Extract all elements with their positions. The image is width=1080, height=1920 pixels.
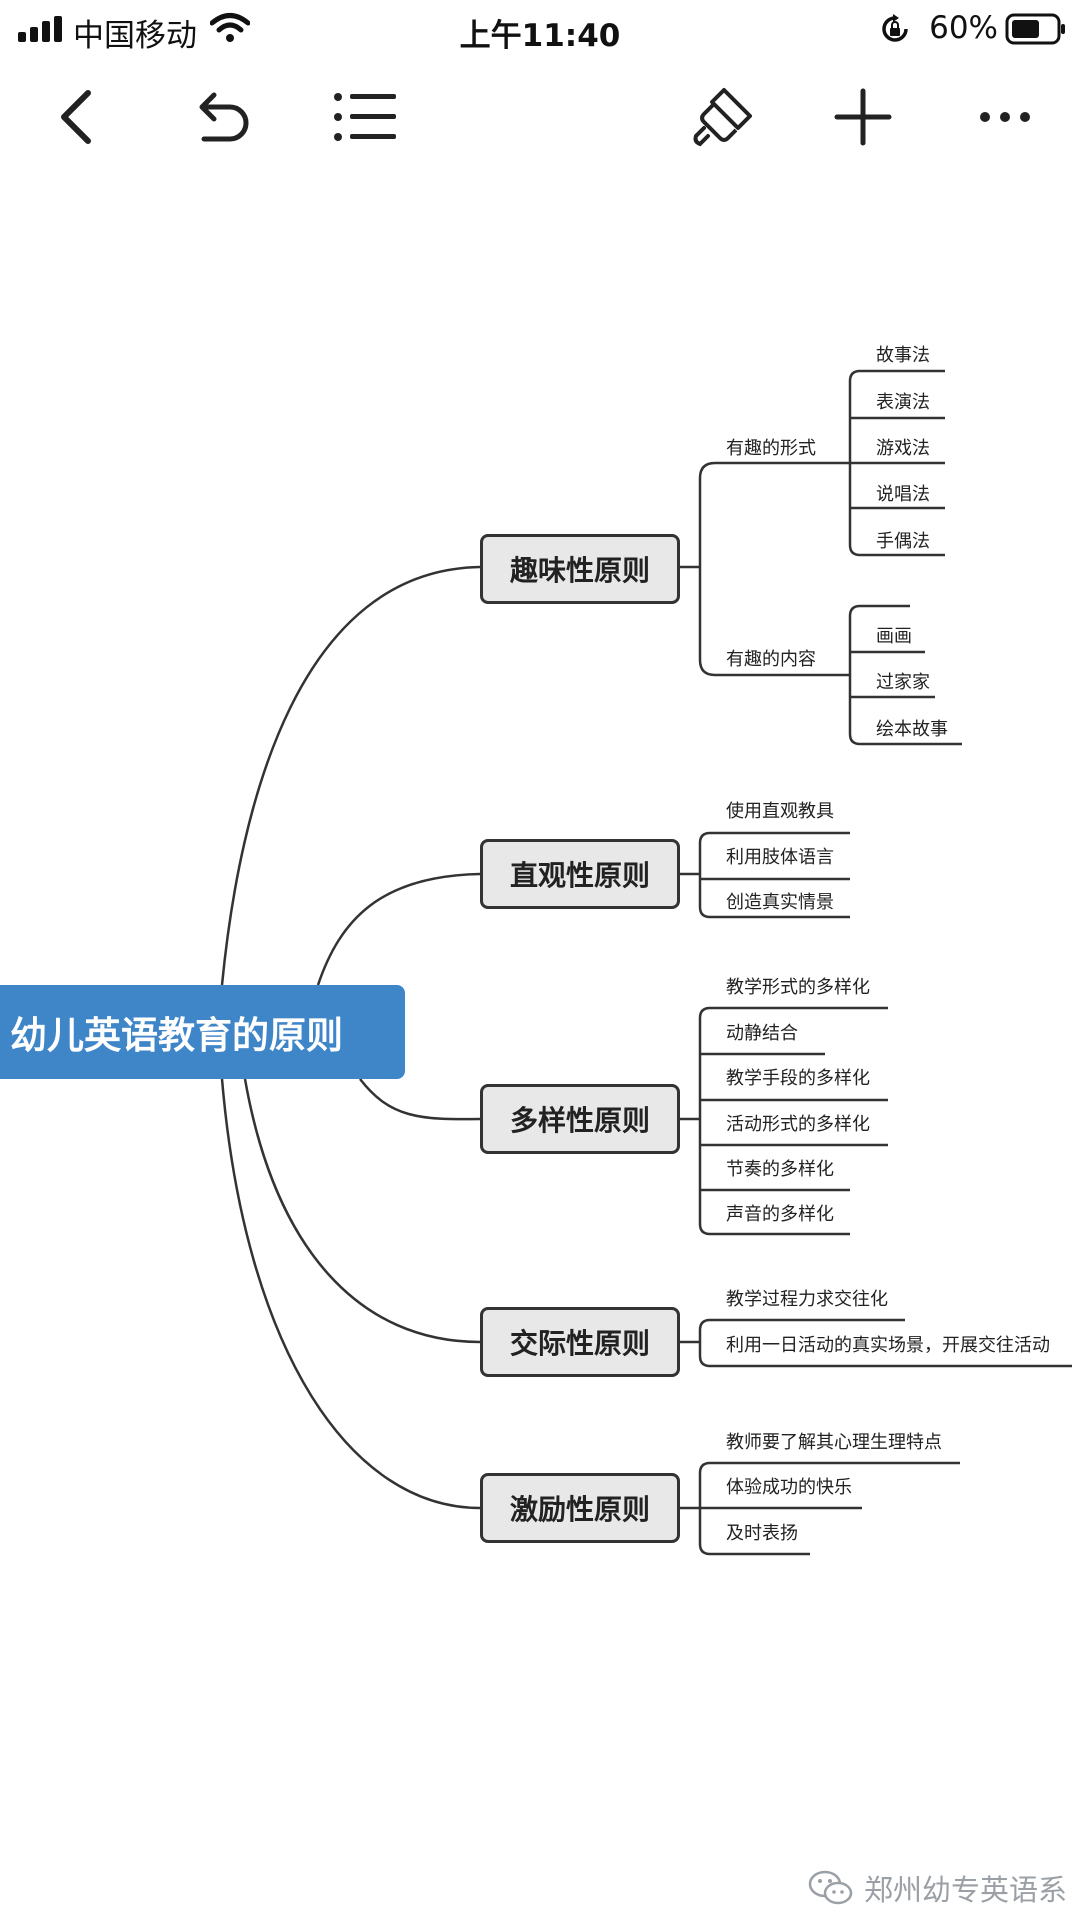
leaf-intuitive-2[interactable]: 利用肢体语言 xyxy=(726,847,834,868)
leaf-diversity-2[interactable]: 动静结合 xyxy=(726,1023,798,1044)
leaf-communicative-2[interactable]: 利用一日活动的真实场景，开展交往活动 xyxy=(726,1335,1050,1356)
branch-fun-principle[interactable]: 趣味性原则 xyxy=(480,534,680,604)
format-button[interactable] xyxy=(680,72,770,162)
undo-icon xyxy=(199,92,249,142)
leaf-fun-forms-5[interactable]: 手偶法 xyxy=(876,531,930,552)
battery-icon xyxy=(1005,13,1065,45)
wechat-icon xyxy=(808,1870,853,1905)
leaf-diversity-6[interactable]: 声音的多样化 xyxy=(726,1204,834,1225)
status-bar: 中国移动 上午11:40 60% xyxy=(0,0,1080,60)
leaf-diversity-4[interactable]: 活动形式的多样化 xyxy=(726,1114,870,1135)
branch-motivation-principle[interactable]: 激励性原则 xyxy=(480,1473,680,1543)
leaf-fun-content-1[interactable]: 画画 xyxy=(876,626,912,647)
branch-communicative-principle[interactable]: 交际性原则 xyxy=(480,1307,680,1377)
outline-icon xyxy=(334,93,396,141)
back-button[interactable] xyxy=(32,72,122,162)
clock: 上午11:40 xyxy=(459,18,621,54)
leaf-fun-content-3[interactable]: 绘本故事 xyxy=(876,719,948,740)
watermark-text: 郑州幼专英语系 xyxy=(864,1873,1068,1907)
leaf-diversity-1[interactable]: 教学形式的多样化 xyxy=(726,977,870,998)
undo-button[interactable] xyxy=(180,72,270,162)
leaf-diversity-3[interactable]: 教学手段的多样化 xyxy=(726,1068,870,1089)
leaf-intuitive-3[interactable]: 创造真实情景 xyxy=(726,892,834,913)
wifi-icon xyxy=(210,13,250,42)
leaf-motivation-3[interactable]: 及时表扬 xyxy=(726,1523,798,1544)
branch-diversity-principle[interactable]: 多样性原则 xyxy=(480,1084,680,1154)
outline-button[interactable] xyxy=(320,72,410,162)
add-button[interactable] xyxy=(818,72,908,162)
leaf-fun-content-2[interactable]: 过家家 xyxy=(876,672,930,693)
leaf-motivation-2[interactable]: 体验成功的快乐 xyxy=(726,1477,852,1498)
root-node[interactable]: 幼儿英语教育的原则 xyxy=(0,985,405,1079)
subgroup-fun-content[interactable]: 有趣的内容 xyxy=(726,649,816,670)
leaf-fun-forms-2[interactable]: 表演法 xyxy=(876,392,930,413)
toolbar xyxy=(0,62,1080,162)
signal-icon xyxy=(18,16,62,42)
add-icon xyxy=(834,88,892,146)
watermark: 郑州幼专英语系 xyxy=(808,1868,1067,1908)
leaf-intuitive-1[interactable]: 使用直观教具 xyxy=(726,801,834,822)
format-brush-icon xyxy=(693,88,752,147)
back-icon xyxy=(61,90,91,144)
battery-percent: 60% xyxy=(929,10,998,46)
leaf-diversity-5[interactable]: 节奏的多样化 xyxy=(726,1159,834,1180)
more-icon xyxy=(980,112,1030,122)
branch-intuitive-principle[interactable]: 直观性原则 xyxy=(480,839,680,909)
leaf-motivation-1[interactable]: 教师要了解其心理生理特点 xyxy=(726,1432,942,1453)
leaf-communicative-1[interactable]: 教学过程力求交往化 xyxy=(726,1289,888,1310)
leaf-fun-forms-3[interactable]: 游戏法 xyxy=(876,438,930,459)
subgroup-fun-forms[interactable]: 有趣的形式 xyxy=(726,438,816,459)
more-button[interactable] xyxy=(960,72,1050,162)
rotation-lock-icon xyxy=(882,14,908,42)
leaf-fun-forms-4[interactable]: 说唱法 xyxy=(876,484,930,505)
carrier-label: 中国移动 xyxy=(73,18,197,54)
leaf-fun-forms-1[interactable]: 故事法 xyxy=(876,345,930,366)
